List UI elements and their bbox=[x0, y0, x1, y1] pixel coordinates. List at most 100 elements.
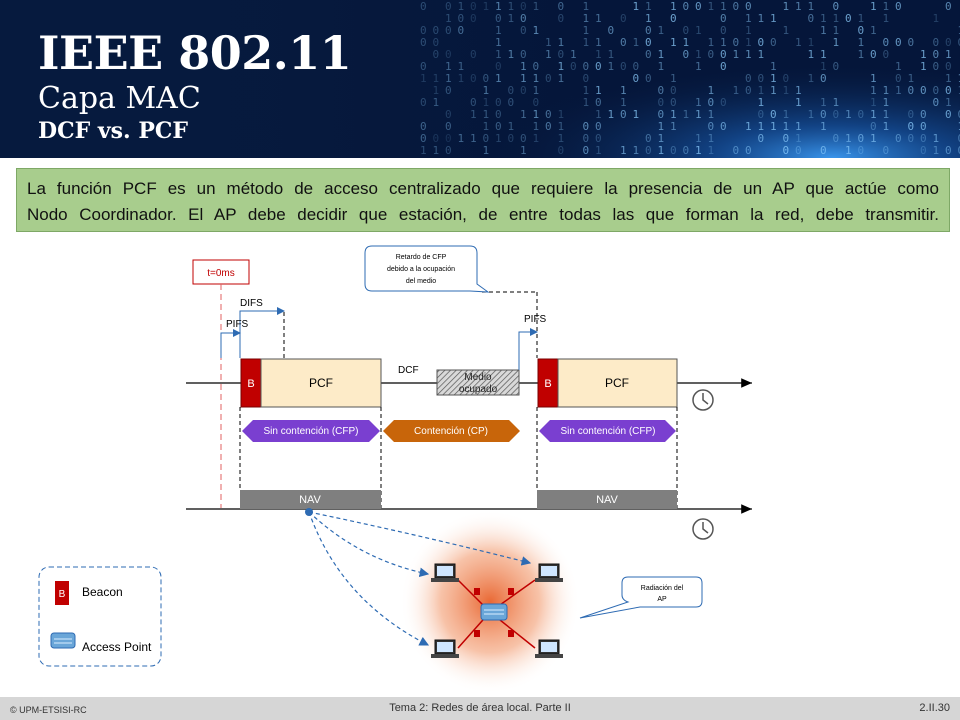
pifs-arrow-2 bbox=[518, 328, 538, 370]
svg-text:1: 1 bbox=[783, 108, 790, 121]
svg-text:1: 1 bbox=[645, 12, 652, 25]
svg-text:1: 1 bbox=[695, 96, 702, 109]
svg-text:0: 0 bbox=[870, 48, 877, 61]
svg-text:0: 0 bbox=[920, 120, 927, 133]
svg-text:1: 1 bbox=[808, 72, 815, 85]
svg-text:1: 1 bbox=[933, 12, 940, 25]
svg-text:0: 0 bbox=[858, 24, 865, 37]
footer-page-number: 2.II.30 bbox=[919, 702, 950, 714]
legend-beacon-swatch bbox=[55, 581, 69, 605]
svg-text:0: 0 bbox=[933, 84, 940, 97]
svg-text:1: 1 bbox=[670, 120, 677, 133]
svg-text:0: 0 bbox=[908, 108, 915, 121]
svg-text:1: 1 bbox=[670, 0, 677, 13]
svg-text:0: 0 bbox=[908, 120, 915, 133]
svg-text:1: 1 bbox=[670, 108, 677, 121]
svg-text:1: 1 bbox=[920, 48, 927, 61]
svg-text:1: 1 bbox=[808, 108, 815, 121]
svg-text:1: 1 bbox=[608, 60, 615, 73]
cp-arrow bbox=[383, 420, 520, 442]
delay-callout-line-3: del medio bbox=[406, 278, 436, 285]
svg-text:1: 1 bbox=[670, 36, 677, 49]
page-section-title: DCF vs. PCF bbox=[38, 118, 189, 144]
access-point-icon bbox=[50, 632, 76, 649]
radiation-callout-line-2: AP bbox=[657, 596, 667, 603]
svg-text:1: 1 bbox=[758, 96, 765, 109]
svg-text:1: 1 bbox=[945, 96, 952, 109]
svg-text:1: 1 bbox=[833, 12, 840, 25]
svg-text:0: 0 bbox=[845, 12, 852, 25]
svg-text:1: 1 bbox=[608, 48, 615, 61]
svg-text:1: 1 bbox=[745, 24, 752, 37]
svg-text:1: 1 bbox=[883, 84, 890, 97]
difs-arrow bbox=[239, 307, 285, 358]
svg-text:0: 0 bbox=[783, 144, 790, 157]
svg-text:0: 0 bbox=[945, 144, 952, 157]
svg-text:1: 1 bbox=[933, 132, 940, 145]
svg-text:1: 1 bbox=[883, 0, 890, 13]
svg-text:1: 1 bbox=[783, 0, 790, 13]
pifs-label-2: PIFS bbox=[524, 314, 547, 325]
svg-text:1: 1 bbox=[795, 84, 802, 97]
clock-icon bbox=[692, 389, 714, 411]
svg-text:0: 0 bbox=[670, 84, 677, 97]
svg-text:1: 1 bbox=[658, 24, 665, 37]
svg-text:0: 0 bbox=[895, 132, 902, 145]
svg-text:1: 1 bbox=[658, 60, 665, 73]
svg-text:0: 0 bbox=[645, 144, 652, 157]
svg-text:1: 1 bbox=[708, 0, 715, 13]
t0-marker-box bbox=[192, 259, 250, 285]
svg-text:0: 0 bbox=[933, 96, 940, 109]
delay-callout: Retardo de CFP debido a la ocupación del… bbox=[364, 245, 490, 293]
svg-text:1: 1 bbox=[870, 0, 877, 13]
svg-text:1: 1 bbox=[858, 48, 865, 61]
svg-text:1: 1 bbox=[733, 84, 740, 97]
svg-text:1: 1 bbox=[770, 120, 777, 133]
beacon-letter-2: B bbox=[544, 378, 551, 390]
svg-text:1: 1 bbox=[795, 0, 802, 13]
svg-text:0: 0 bbox=[833, 108, 840, 121]
svg-text:0: 0 bbox=[745, 0, 752, 13]
svg-text:1: 1 bbox=[745, 12, 752, 25]
svg-text:1: 1 bbox=[820, 120, 827, 133]
svg-text:0: 0 bbox=[920, 132, 927, 145]
svg-text:0: 0 bbox=[895, 36, 902, 49]
svg-text:1: 1 bbox=[670, 72, 677, 85]
laptop-icon bbox=[431, 639, 459, 658]
svg-text:1: 1 bbox=[858, 12, 865, 25]
svg-text:1: 1 bbox=[945, 48, 952, 61]
svg-text:0: 0 bbox=[808, 12, 815, 25]
svg-text:0: 0 bbox=[708, 96, 715, 109]
svg-text:1: 1 bbox=[958, 84, 960, 97]
svg-text:1: 1 bbox=[833, 36, 840, 49]
pcf-block-1 bbox=[260, 358, 382, 408]
svg-text:1: 1 bbox=[658, 144, 665, 157]
svg-text:1: 1 bbox=[770, 12, 777, 25]
svg-text:0: 0 bbox=[870, 120, 877, 133]
cfp-arrow-2 bbox=[539, 420, 676, 442]
svg-text:0: 0 bbox=[708, 120, 715, 133]
svg-text:1: 1 bbox=[633, 108, 640, 121]
svg-text:1: 1 bbox=[783, 24, 790, 37]
svg-text:1: 1 bbox=[633, 144, 640, 157]
dcf-label: DCF bbox=[398, 365, 419, 376]
svg-text:0: 0 bbox=[620, 36, 627, 49]
svg-text:0: 0 bbox=[720, 60, 727, 73]
svg-text:1: 1 bbox=[708, 36, 715, 49]
svg-text:1: 1 bbox=[620, 96, 627, 109]
svg-text:1: 1 bbox=[870, 108, 877, 121]
svg-text:1: 1 bbox=[695, 132, 702, 145]
intro-line-1: La función PCF es un método de acceso ce… bbox=[27, 179, 939, 198]
svg-text:1: 1 bbox=[758, 120, 765, 133]
svg-text:0: 0 bbox=[720, 120, 727, 133]
svg-text:1: 1 bbox=[795, 132, 802, 145]
svg-text:0: 0 bbox=[908, 84, 915, 97]
svg-text:0: 0 bbox=[933, 36, 940, 49]
svg-text:1: 1 bbox=[695, 108, 702, 121]
svg-text:0: 0 bbox=[945, 60, 952, 73]
difs-label: DIFS bbox=[240, 298, 263, 309]
footer-copyright: © UPM-ETSISI-RC bbox=[10, 705, 87, 715]
svg-text:0: 0 bbox=[933, 48, 940, 61]
svg-text:1: 1 bbox=[733, 48, 740, 61]
svg-text:0: 0 bbox=[770, 36, 777, 49]
